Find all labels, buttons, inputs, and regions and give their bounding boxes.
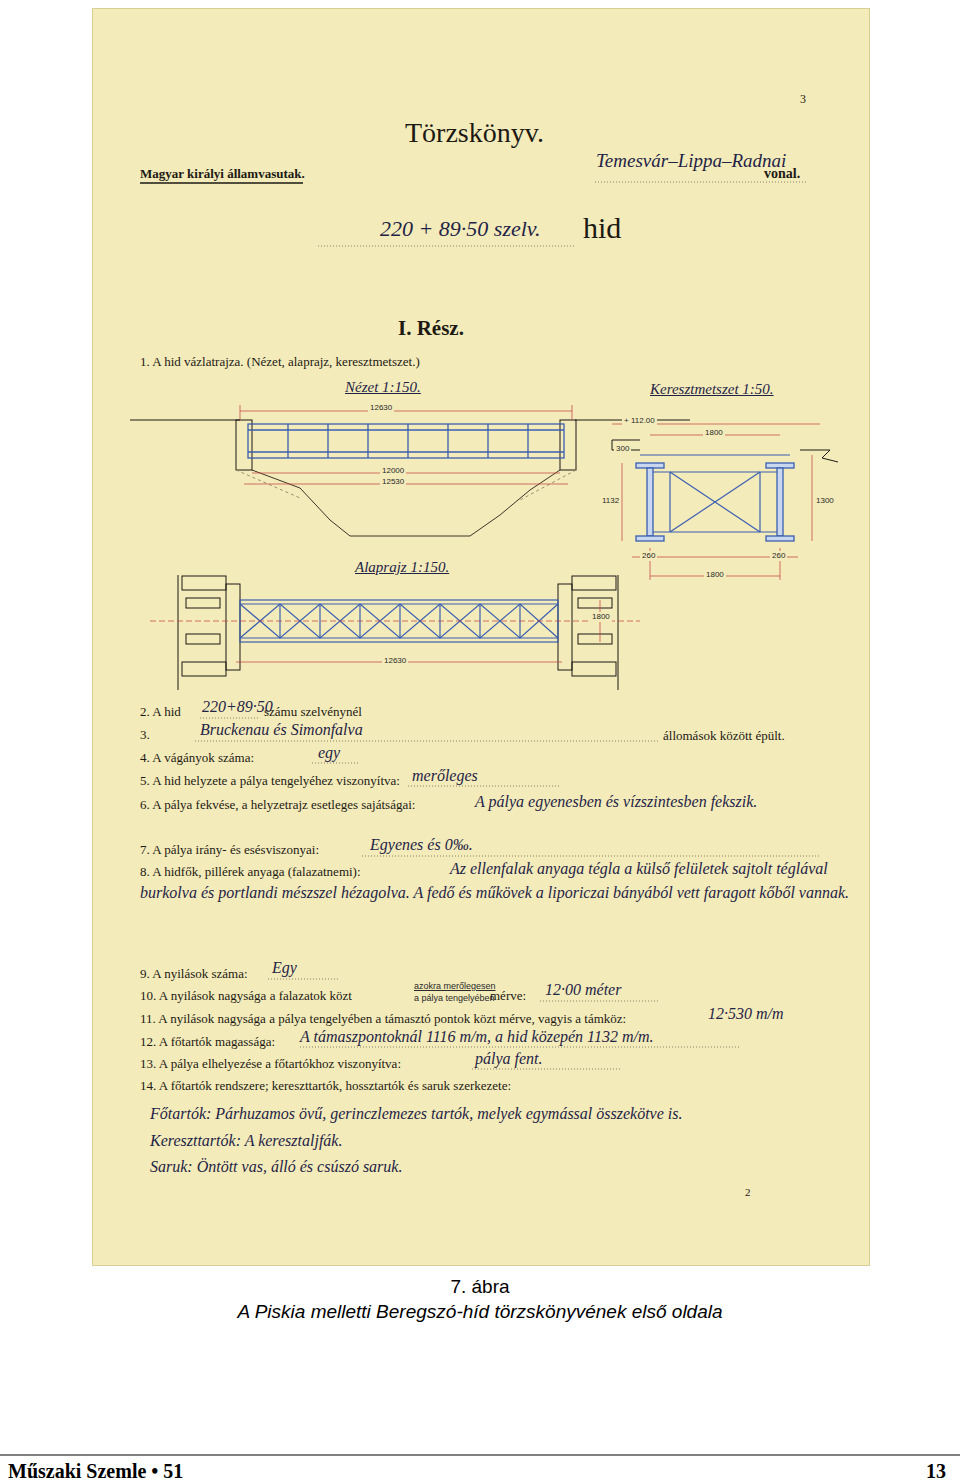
issuer: Magyar királyi államvasutak. — [140, 166, 305, 182]
dimension: 1800 — [704, 570, 726, 580]
handwritten-entry: Főtartók: Párhuzamos övű, gerinczlemezes… — [150, 1104, 682, 1123]
form-item: 10. A nyilások nagysága a falazatok közt — [140, 988, 352, 1004]
handwritten-entry: A pálya egyenesben és vízszintesben feks… — [180, 790, 820, 814]
dimension: 1800 — [590, 612, 612, 622]
dimension: 1800 — [703, 428, 725, 438]
form-item: 4. A vágányok száma: — [140, 750, 254, 766]
form-item: 13. A pálya elhelyezése a főtartókhoz vi… — [140, 1056, 401, 1072]
form-text: számu szelvénynél — [264, 704, 362, 720]
page-number: 13 — [926, 1459, 946, 1482]
handwritten-entry: Egy — [272, 958, 297, 977]
handwritten-chainage: 220 + 89·50 szelv. — [380, 216, 540, 242]
handwritten-entry: 220+89·50 — [202, 697, 273, 716]
view-title: Alaprajz 1:150. — [355, 558, 449, 576]
view-title: Keresztmetszet 1:50. — [650, 380, 774, 398]
form-item: 11. A nyilások nagysága a pálya tengelyé… — [140, 1011, 626, 1027]
dimension: 260 — [770, 551, 787, 561]
handwritten-entry: merőleges — [412, 766, 478, 785]
figure-number: 7. ábra — [0, 1276, 960, 1299]
page-number: 3 — [800, 92, 806, 106]
dimension: 12000 — [380, 466, 406, 476]
form-item: 3. — [140, 727, 150, 743]
form-item: 8. A hidfők, pillérek anyaga (falazatnem… — [140, 864, 361, 880]
handwritten-entry: egy — [318, 743, 340, 762]
handwritten-entry: Bruckenau és Simonfalva — [200, 720, 363, 739]
dimension: 1300 — [814, 496, 836, 506]
handwritten-entry: Kereszttartók: A keresztaljfák. — [150, 1131, 342, 1150]
figure-caption: A Piskia melletti Beregszó-híd törzsköny… — [0, 1301, 960, 1324]
dimension: 1132 — [600, 496, 621, 506]
form-heading: hid — [583, 210, 621, 246]
handwritten-line: Temesvár–Lippa–Radnai — [596, 150, 786, 173]
section-heading: I. Rész. — [398, 316, 464, 341]
dimension: 260 — [640, 551, 657, 561]
handwritten-entry: Az ellenfalak anyaga tégla a külső felül… — [140, 857, 860, 905]
handwritten-entry: 12·00 méter — [545, 980, 621, 999]
page-number: 2 — [745, 1186, 751, 1199]
form-fraction: a pálya tengelyében — [412, 993, 497, 1004]
handwritten-entry: pálya fent. — [475, 1049, 543, 1068]
form-text: mérve: — [490, 988, 526, 1004]
form-item: 9. A nyilások száma: — [140, 966, 248, 982]
form-item: 14. A főtartók rendszere; kereszttartók,… — [140, 1078, 511, 1094]
journal-name: Műszaki Szemle • 51 — [8, 1459, 183, 1482]
form-fraction: azokra merőlegesen — [412, 981, 498, 992]
dimension: 300 — [614, 444, 631, 454]
handwritten-entry: Egyenes és 0‰. — [370, 835, 473, 854]
dimension: 12630 — [368, 403, 394, 413]
form-item: 6. A pálya fekvése, a helyzetrajz esetle… — [140, 797, 415, 813]
form-text: vonal. — [764, 166, 800, 183]
dimension: 12530 — [380, 477, 406, 487]
form-item: 7. A pálya irány- és esésviszonyai: — [140, 842, 319, 858]
dimension: + 112.00 — [622, 416, 657, 426]
form-item: 5. A hid helyzete a pálya tengelyéhez vi… — [140, 773, 400, 789]
dimension: 12630 — [382, 656, 408, 666]
form-item: 12. A főtartók magassága: — [140, 1034, 275, 1050]
handwritten-entry: 12·530 m/m — [708, 1004, 784, 1023]
form-item: 2. A hid — [140, 704, 181, 720]
form-item: 1. A hid vázlatrajza. (Nézet, alaprajz, … — [140, 354, 420, 370]
handwritten-entry: A támaszpontoknál 1116 m/m, a hid közepé… — [300, 1027, 653, 1046]
document-title: Törzskönyv. — [405, 116, 544, 150]
handwritten-entry: Saruk: Öntött vas, álló és csúszó saruk. — [150, 1157, 402, 1176]
view-title: Nézet 1:150. — [345, 378, 421, 396]
form-text: állomások között épült. — [663, 728, 785, 744]
